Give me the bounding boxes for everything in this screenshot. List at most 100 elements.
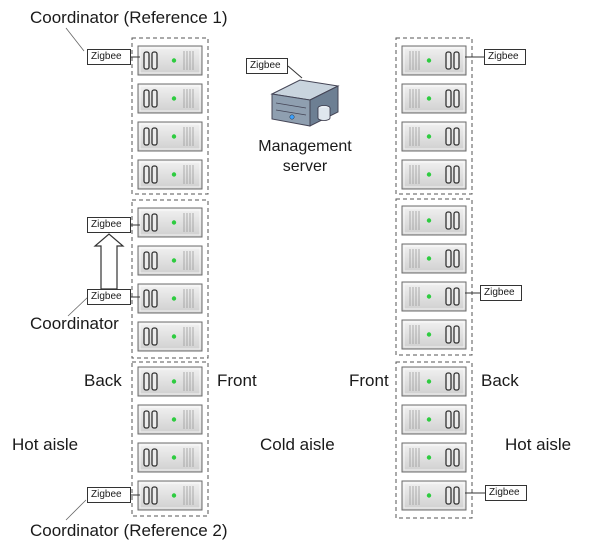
server-bezel xyxy=(403,85,465,112)
server-bezel xyxy=(139,323,201,350)
server-handle xyxy=(453,372,460,391)
server-handle xyxy=(453,325,460,344)
right-server-1-1 xyxy=(401,45,467,76)
server-handle xyxy=(143,486,150,505)
left-server-3-2 xyxy=(137,404,203,435)
server-handle xyxy=(143,213,150,232)
server-handle xyxy=(445,211,452,230)
server-bezel xyxy=(403,47,465,74)
cold-aisle-label: Cold aisle xyxy=(260,435,335,454)
left-server-2-1 xyxy=(137,207,203,238)
server-led xyxy=(171,220,177,225)
hot-aisle-right-label: Hot aisle xyxy=(505,435,572,454)
right-server-3-4 xyxy=(401,480,467,511)
server-handle xyxy=(151,89,158,108)
server-handle xyxy=(453,410,460,429)
server-handle xyxy=(151,327,158,346)
server-led xyxy=(426,332,432,337)
server-bezel xyxy=(403,482,465,509)
right-server-3-3 xyxy=(401,442,467,473)
zigbee-tag-right-top: Zigbee xyxy=(484,49,526,65)
server-handle xyxy=(151,486,158,505)
server-bezel xyxy=(403,283,465,310)
server-led xyxy=(171,58,177,63)
server-led xyxy=(171,134,177,139)
server-handle xyxy=(151,448,158,467)
server-handle xyxy=(151,372,158,391)
server-handle xyxy=(143,448,150,467)
right-server-2-4 xyxy=(401,319,467,350)
server-handle xyxy=(143,372,150,391)
server-led xyxy=(426,96,432,101)
server-led xyxy=(171,417,177,422)
server-led xyxy=(426,172,432,177)
server-bezel xyxy=(403,245,465,272)
server-bezel xyxy=(139,368,201,395)
right-server-2-1 xyxy=(401,205,467,236)
left-server-1-4 xyxy=(137,159,203,190)
server-bezel xyxy=(403,123,465,150)
disk-body xyxy=(317,108,331,121)
server-bezel xyxy=(403,321,465,348)
server-bezel xyxy=(139,444,201,471)
server-handle xyxy=(445,325,452,344)
management-server-label-line1: Management xyxy=(258,138,352,155)
server-handle xyxy=(151,213,158,232)
front-right-label: Front xyxy=(349,371,389,390)
left-server-1-1 xyxy=(137,45,203,76)
management-server-icon xyxy=(270,65,340,127)
server-led xyxy=(426,58,432,63)
server-handle xyxy=(453,211,460,230)
right-server-3-1 xyxy=(401,366,467,397)
server-handle xyxy=(151,127,158,146)
server-bezel xyxy=(139,285,201,312)
coordinator-ref2-label: Coordinator (Reference 2) xyxy=(30,521,228,540)
server-led xyxy=(171,455,177,460)
server-led xyxy=(426,493,432,498)
left-rack-group-1 xyxy=(131,37,209,195)
left-server-2-3 xyxy=(137,283,203,314)
right-server-3-2 xyxy=(401,404,467,435)
coordinator-ref1-label: Coordinator (Reference 1) xyxy=(30,8,228,27)
server-bezel xyxy=(403,368,465,395)
callout-line-ref1 xyxy=(65,27,85,52)
zigbee-tag-management: Zigbee xyxy=(246,58,288,74)
server-bezel xyxy=(139,209,201,236)
right-server-1-3 xyxy=(401,121,467,152)
server-bezel xyxy=(139,85,201,112)
server-handle xyxy=(453,287,460,306)
server-led xyxy=(426,134,432,139)
right-server-1-2 xyxy=(401,83,467,114)
server-led xyxy=(426,417,432,422)
server-handle xyxy=(453,51,460,70)
server-led xyxy=(171,172,177,177)
server-bezel xyxy=(403,406,465,433)
server-button xyxy=(289,114,295,120)
server-handle xyxy=(445,448,452,467)
server-handle xyxy=(453,89,460,108)
right-server-2-2 xyxy=(401,243,467,274)
server-led xyxy=(426,455,432,460)
server-handle xyxy=(453,165,460,184)
zigbee-tag-left-top: Zigbee xyxy=(87,49,131,65)
server-handle xyxy=(143,410,150,429)
server-handle xyxy=(151,289,158,308)
server-bezel xyxy=(403,207,465,234)
server-handle xyxy=(445,89,452,108)
right-rack-group-3 xyxy=(395,361,473,519)
server-handle xyxy=(143,251,150,270)
server-handle xyxy=(143,327,150,346)
right-rack-group-2 xyxy=(395,198,473,356)
server-handle xyxy=(445,165,452,184)
front-left-label: Front xyxy=(217,371,257,390)
left-server-3-1 xyxy=(137,366,203,397)
right-rack-group-1 xyxy=(395,37,473,195)
left-server-2-2 xyxy=(137,245,203,276)
coordinator-label: Coordinator xyxy=(30,314,119,333)
left-server-1-3 xyxy=(137,121,203,152)
server-led xyxy=(171,379,177,384)
server-handle xyxy=(151,165,158,184)
left-rack-group-3 xyxy=(131,361,209,517)
server-handle xyxy=(445,372,452,391)
